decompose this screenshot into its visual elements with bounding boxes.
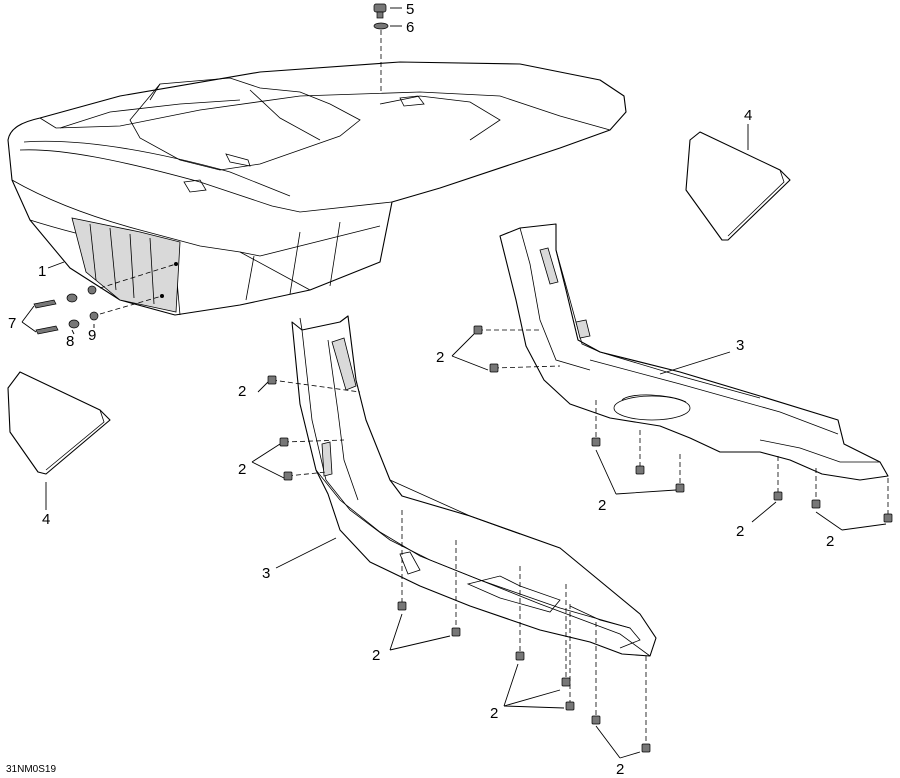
callout-4-left: 4 [42,511,50,528]
callout-7: 7 [8,315,16,332]
bolt-part-7 [33,299,59,335]
callout-labels: 5 6 1 7 8 9 4 4 3 3 2 2 2 2 2 2 2 2 2 [8,1,834,778]
callout-2-right-upper: 2 [436,349,444,366]
callout-2-right-edge: 2 [826,533,834,550]
callout-9: 9 [88,327,96,344]
callout-1: 1 [38,263,46,280]
callout-5: 5 [406,1,414,18]
callout-4-right: 4 [744,107,752,124]
callout-2-left-middle: 2 [238,461,246,478]
callout-6: 6 [406,19,414,36]
screw-part-5 [373,3,387,19]
callout-8: 8 [66,333,74,350]
body-cover-part-1 [7,61,627,316]
axis-line-left-lower [99,295,163,315]
side-panel-part-4-left [7,371,111,475]
callout-2-bottom-middle: 2 [490,705,498,722]
callout-2-bottom-left: 2 [372,647,380,664]
belly-pan-part-3-right [499,223,889,481]
washer-part-9 [87,285,99,321]
belly-pan-part-3-left [291,315,657,657]
callout-2-left-upper: 2 [238,383,246,400]
leader-lines [21,7,887,759]
callout-3-left: 3 [262,565,270,582]
drawing-reference-code: 31NM0S19 [6,764,56,775]
callout-2-right-middle: 2 [598,497,606,514]
screw-part-2-group [267,325,893,753]
callout-2-right-lower: 2 [736,523,744,540]
callout-3-right: 3 [736,337,744,354]
side-panel-part-4-right [685,131,791,241]
washer-part-6 [373,22,389,30]
washer-part-8 [66,293,80,329]
axis-line-left-upper [99,263,177,289]
callout-2-bottom-right: 2 [616,761,624,778]
fastener-axis-lines [271,329,889,744]
